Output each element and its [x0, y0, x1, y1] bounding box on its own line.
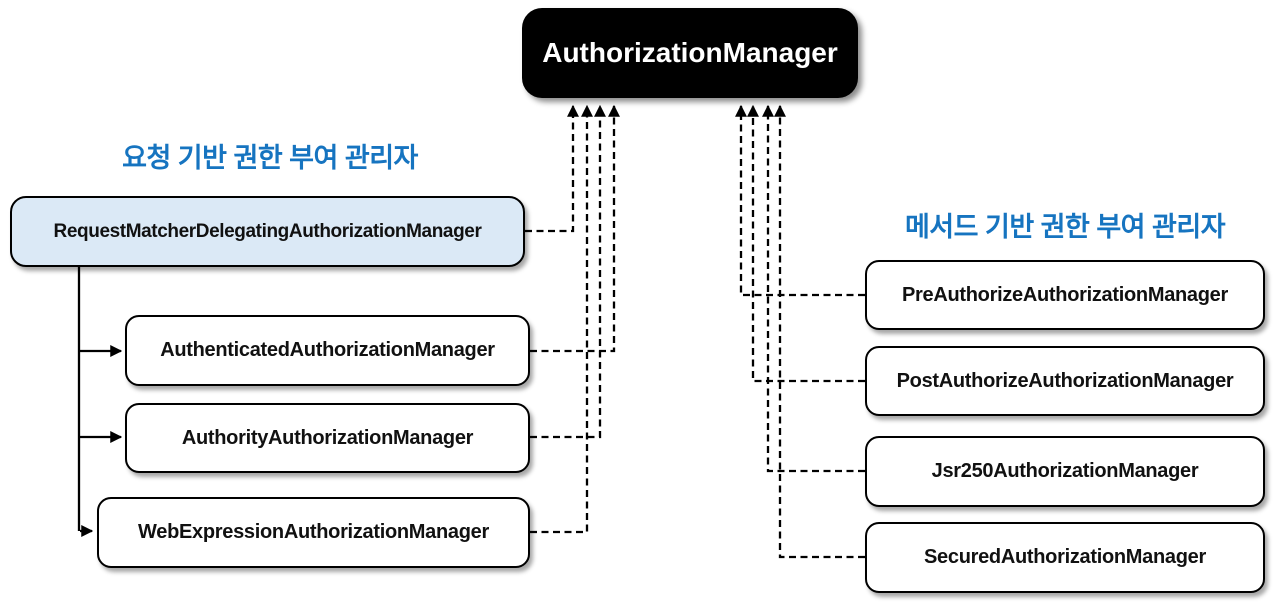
connector-webexpression-to-root [530, 104, 593, 534]
connector-secured-to-root [774, 104, 865, 559]
connector-jsr250-to-root [762, 104, 865, 473]
connector-requestmatcher-to-root [525, 104, 579, 233]
connector-authenticated-to-root [530, 104, 620, 353]
node-authorization-manager: AuthorizationManager [522, 8, 858, 98]
connector-preauthorize-to-root [735, 104, 865, 297]
right-group-heading: 메서드 기반 권한 부여 관리자 [904, 212, 1226, 242]
connector-authority-to-root [530, 104, 606, 439]
node-pre-authorize-authorization-manager: PreAuthorizeAuthorizationManager [865, 260, 1265, 330]
connector-postauthorize-to-root [747, 104, 865, 383]
node-authority-authorization-manager: AuthorityAuthorizationManager [125, 403, 530, 473]
node-authenticated-authorization-manager: AuthenticatedAuthorizationManager [125, 315, 530, 386]
node-post-authorize-authorization-manager: PostAuthorizeAuthorizationManager [865, 346, 1265, 416]
node-request-matcher-delegating-authorization-manager: RequestMatcherDelegatingAuthorizationMan… [10, 196, 525, 267]
left-group-heading: 요청 기반 권한 부여 관리자 [122, 143, 418, 173]
node-secured-authorization-manager: SecuredAuthorizationManager [865, 522, 1265, 593]
node-jsr250-authorization-manager: Jsr250AuthorizationManager [865, 436, 1265, 507]
node-web-expression-authorization-manager: WebExpressionAuthorizationManager [97, 497, 530, 568]
